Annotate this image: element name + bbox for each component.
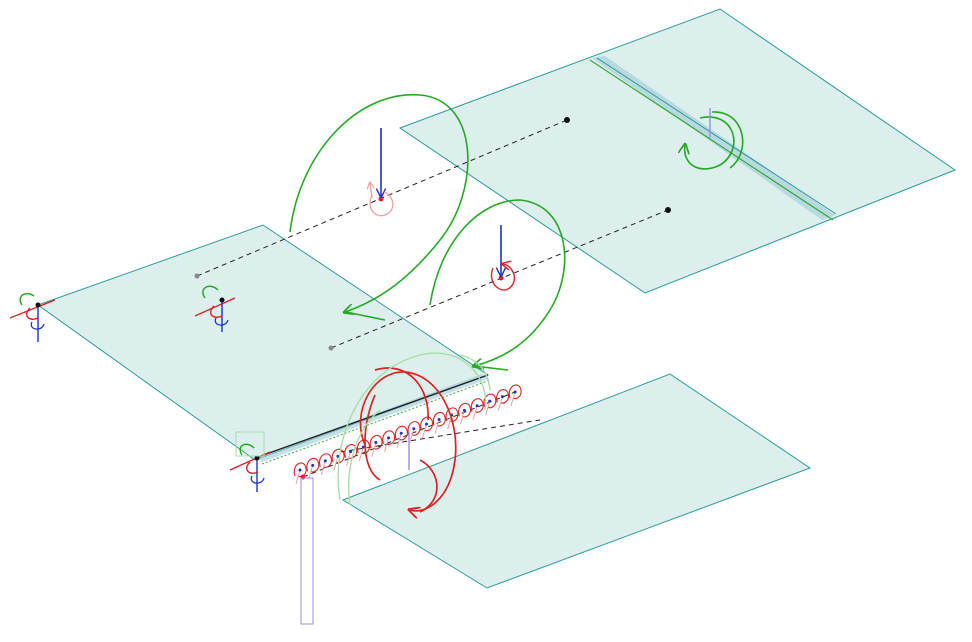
force-arrow-icon <box>308 465 314 480</box>
node-point-icon <box>361 445 365 449</box>
node-point-icon <box>437 418 441 422</box>
rotation-moment-icon[interactable] <box>429 199 566 371</box>
force-arrow-icon <box>472 405 478 420</box>
node-point-icon <box>323 459 327 463</box>
seam-line-top[interactable] <box>589 56 837 221</box>
rotation-moment-icon <box>356 439 370 455</box>
node-point-icon <box>462 408 466 412</box>
force-arrow-icon <box>510 391 516 407</box>
rotation-moment-icon <box>394 425 408 441</box>
node-point-icon[interactable] <box>564 117 570 123</box>
rotation-moment-icon <box>369 434 383 450</box>
rotation-moment-icon <box>470 398 484 413</box>
hinge-spring-row[interactable] <box>293 384 522 485</box>
node-point-icon[interactable] <box>665 207 671 213</box>
node-point-icon <box>475 404 479 408</box>
node-point-icon <box>500 395 504 399</box>
rotation-moment-icon <box>420 416 434 432</box>
node-point-icon <box>311 463 315 467</box>
force-arrow-icon <box>371 442 377 457</box>
force-arrow-icon <box>497 396 503 411</box>
node-point-icon <box>399 431 403 435</box>
rotation-moment-icon[interactable] <box>289 94 469 321</box>
rotation-moment-icon[interactable] <box>490 264 516 291</box>
force-arrow-icon <box>295 469 301 485</box>
support-axis-icon[interactable] <box>229 431 271 492</box>
force-arrow-icon <box>333 456 339 471</box>
rotation-moment-icon <box>337 352 491 506</box>
node-point-icon <box>374 440 378 444</box>
rotation-moment-icon <box>458 402 472 418</box>
node-point-icon <box>336 454 340 458</box>
plate-bottom-right[interactable] <box>341 373 812 589</box>
force-arrow-icon <box>370 183 372 199</box>
rotation-moment-icon <box>508 384 522 400</box>
node-point-icon <box>412 427 416 431</box>
force-arrow-icon <box>485 401 491 416</box>
rotation-moment-icon <box>318 453 332 468</box>
plate-top-right[interactable] <box>398 8 957 294</box>
node-point-icon[interactable] <box>498 275 504 281</box>
node-point-icon <box>349 450 353 454</box>
rotation-moment-icon <box>369 191 394 217</box>
force-arrow-icon <box>434 419 440 434</box>
support-post <box>300 432 410 625</box>
rotation-moment-icon <box>293 462 307 478</box>
force-arrow-icon <box>459 410 465 425</box>
rotation-moment-icon[interactable] <box>685 111 744 170</box>
node-point-icon[interactable] <box>194 273 200 279</box>
force-arrow-icon <box>384 437 390 453</box>
force-arrow-icon <box>320 460 326 475</box>
rotation-moment-icon <box>407 421 421 436</box>
rotation-moment-icon[interactable] <box>359 367 457 512</box>
support-axis-icon[interactable] <box>9 292 56 342</box>
force-arrow-icon <box>409 428 415 443</box>
force-arrow-icon <box>346 451 352 466</box>
node-point-icon <box>387 436 391 440</box>
rotation-moment-icon <box>306 457 320 473</box>
node-point-icon <box>424 422 428 426</box>
node-point-icon <box>298 468 302 472</box>
rotation-moment-icon <box>331 448 345 464</box>
node-point-icon <box>488 399 492 403</box>
force-arrow-icon <box>396 433 402 448</box>
force-arrow-icon <box>421 423 427 439</box>
node-point-icon[interactable] <box>378 196 384 202</box>
support-axis-icon[interactable] <box>194 285 236 332</box>
rotation-moment-icon <box>432 411 446 427</box>
rotation-moment-icon <box>496 389 510 404</box>
link-line-seam-b <box>339 419 541 453</box>
node-point-icon <box>513 390 517 394</box>
node-point-icon[interactable] <box>328 345 334 351</box>
rotation-moment-icon <box>382 430 396 445</box>
force-arrow-icon <box>358 446 364 462</box>
